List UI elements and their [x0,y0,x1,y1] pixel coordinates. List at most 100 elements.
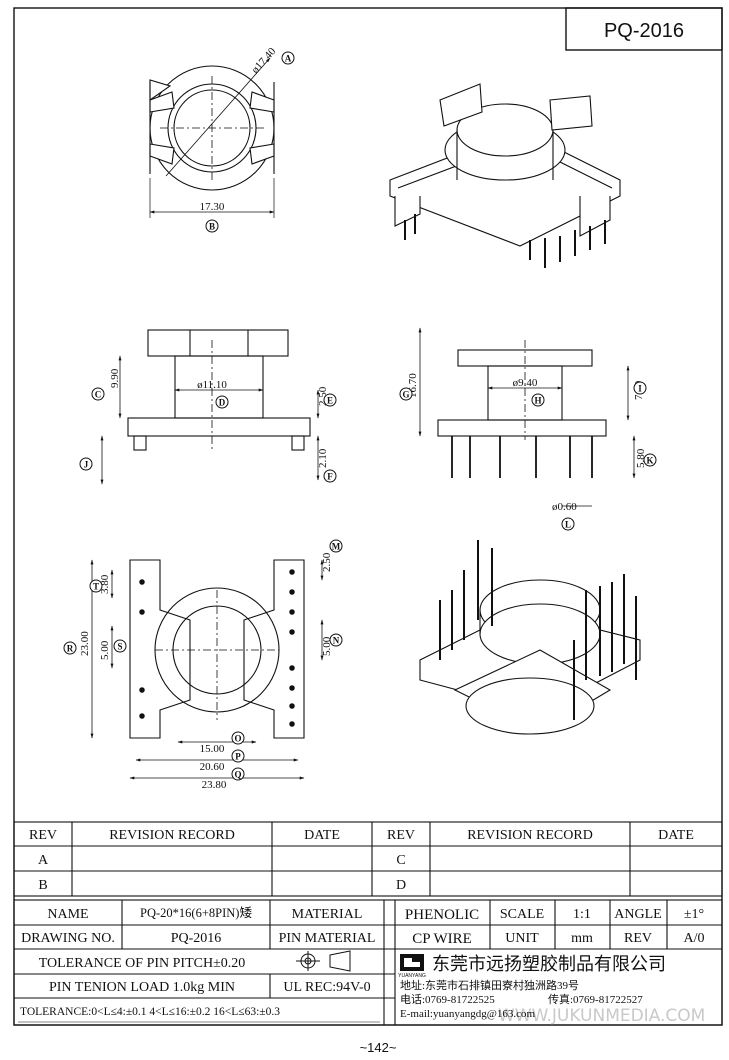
callout-markers: A B C D E F G H I J K L M N OPQ R S T [63,51,657,781]
callout-circle-m [329,539,343,553]
top-view [149,57,275,218]
pin-material-value: CP WIRE [412,931,472,947]
dim-bottom-q: 23.80 [202,779,227,791]
callout-letter-h: H [534,396,541,406]
scale-value: 1:1 [573,907,591,922]
rev-header-5: REVISION RECORD [467,828,593,843]
callout-circle-f [323,469,337,483]
angle-label: ANGLE [614,907,661,922]
name-label: NAME [47,907,88,922]
callout-letter-p: P [235,752,241,762]
callout-circle-o [231,731,245,745]
callout-letter-s: S [117,642,122,652]
callout-circle-a [281,51,295,65]
callout-letter-b: B [209,222,215,232]
rev-row-b: B [38,878,47,893]
callout-circle-q [231,767,245,781]
callout-circle-h [531,393,545,407]
rev-header-1: REV [29,828,57,843]
rev-header-2: REVISION RECORD [109,828,235,843]
drawing-frame [13,7,723,1026]
callout-circle-j [79,457,93,471]
bottom-view [90,559,324,780]
projection-symbol-icon [296,950,351,972]
callout-letter-o: O [234,734,241,744]
dim-bottom-o: 15.00 [200,743,225,755]
callout-letter-k: K [646,456,653,466]
callout-letter-q: Q [234,770,241,780]
dim-front-f: 2.10 [317,448,329,468]
unit-value: mm [571,931,593,946]
rev-label: REV [624,931,652,946]
unit-label: UNIT [505,931,539,946]
callout-letter-n: N [333,636,340,646]
dim-top-width: 17.30 [200,201,225,213]
callout-circle-c [91,387,105,401]
rev-row-d: D [396,878,406,893]
rev-row-a: A [38,853,49,868]
dim-side-h: ø9.40 [513,377,538,389]
dim-top-diameter: ø17.40 [249,45,278,76]
callout-letter-r: R [67,644,74,654]
callout-circle-e [323,393,337,407]
dim-front-d: ø11.10 [197,379,227,391]
company-name: 东莞市远扬塑胶制品有限公司 [432,954,666,974]
scale-label: SCALE [500,907,544,922]
callout-circle-l [561,517,575,531]
material-label: MATERIAL [292,907,363,922]
title-block [13,899,723,1026]
company-phone: 电话:0769-81722525 [400,993,495,1006]
dim-side-k: 5.80 [635,448,647,468]
rev-header-4: REV [387,828,415,843]
callout-letter-t: T [93,582,99,592]
callout-letter-c: C [95,390,102,400]
company-logo-text: YUANYANG [398,973,426,979]
revision-table [13,821,723,897]
callout-circle-p [231,749,245,763]
dim-bottom-p: 20.60 [200,761,225,773]
pin-material-label: PIN MATERIAL [279,931,376,946]
rev-header-3: DATE [304,828,340,843]
callout-letter-f: F [327,472,333,482]
page-number: ~142~ [360,1040,397,1055]
callout-circle-k [643,453,657,467]
callout-circle-b [205,219,219,233]
dim-bottom-r: 23.00 [79,631,91,656]
callout-circle-s [113,639,127,653]
callout-letter-i: I [638,384,642,394]
dim-bottom-m: 2.50 [321,552,333,572]
callout-circle-r [63,641,77,655]
callout-letter-a: A [285,54,292,64]
dim-bottom-s: 5.00 [99,640,111,660]
callout-letter-d: D [219,398,226,408]
ul-rec: UL REC:94V-0 [283,980,370,995]
isometric-view-top [389,83,621,268]
callout-letter-j: J [84,460,89,470]
dim-side-l: ø0.60 [552,501,577,513]
drawing-no-value: PQ-2016 [171,931,222,946]
name-value: PQ-20*16(6+8PIN)矮 [140,906,252,920]
rev-header-6: DATE [658,828,694,843]
callout-letter-l: L [565,520,571,530]
company-logo-icon: YUANYANG [398,954,426,979]
company-fax: 传真:0769-81722527 [548,992,643,1006]
front-view [100,329,320,485]
watermark-text: WWW.JUKUNMEDIA.COM [498,1006,705,1026]
callout-letter-m: M [332,542,341,552]
callout-circle-n [329,633,343,647]
pin-tension: PIN TENION LOAD 1.0kg MIN [49,980,235,995]
angle-value: ±1° [684,907,704,922]
side-view [418,327,636,507]
part-number-label: PQ-2016 [604,20,684,42]
pin-pitch-tolerance: TOLERANCE OF PIN PITCH±0.20 [39,956,246,971]
callout-circle-t [89,579,103,593]
callout-circle-i [633,381,647,395]
callout-letter-g: G [402,390,409,400]
drawing-no-label: DRAWING NO. [21,931,115,946]
part-number-box: PQ-2016 [565,7,723,51]
callout-letter-e: E [327,396,333,406]
material-value: PHENOLIC [405,907,479,923]
callout-circle-d [215,395,229,409]
rev-value: A/0 [684,931,705,946]
tolerance-line: TOLERANCE:0<L≤4:±0.1 4<L≤16:±0.2 16<L≤63… [20,1006,280,1018]
